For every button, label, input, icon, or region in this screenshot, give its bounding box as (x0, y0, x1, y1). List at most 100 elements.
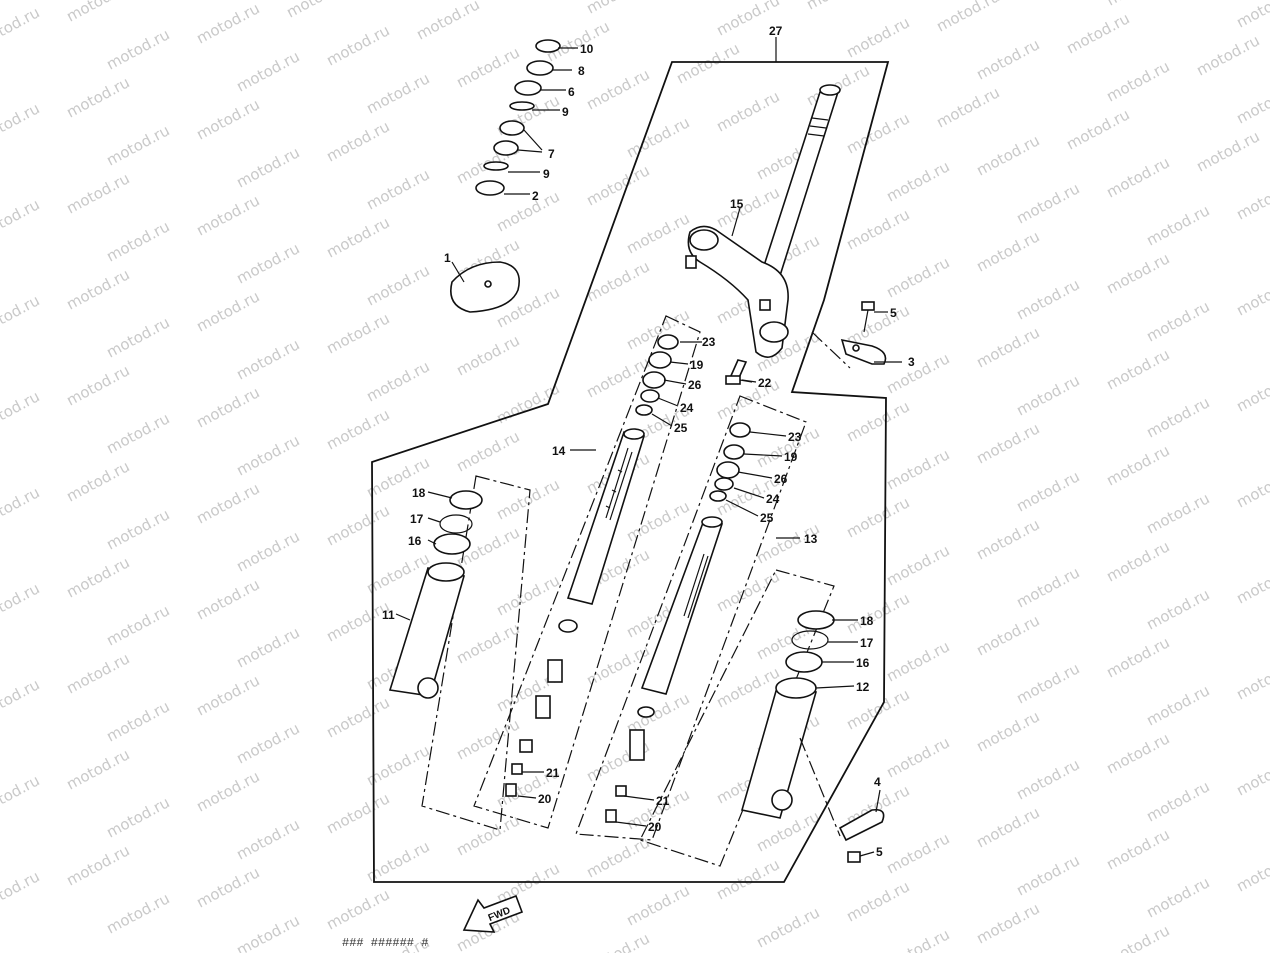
watermark-text: motod.ru (193, 671, 262, 719)
watermark-text: motod.ru (623, 305, 692, 353)
watermark-text: motod.ru (0, 195, 43, 243)
callout-16-right: 16 (856, 656, 870, 670)
watermark-text: motod.ru (1233, 463, 1270, 511)
watermark-text: motod.ru (193, 191, 262, 239)
watermark-text: motod.ru (1233, 79, 1270, 127)
watermark-text: motod.ru (1233, 0, 1270, 32)
callout-18-right: 18 (860, 614, 874, 628)
callout-15: 15 (730, 197, 744, 211)
watermark-text: motod.ru (323, 501, 392, 549)
watermark-text: motod.ru (323, 885, 392, 933)
watermark-text: motod.ru (623, 497, 692, 545)
callout-18-left: 18 (412, 486, 426, 500)
watermark-text: motod.ru (1103, 537, 1172, 585)
watermark-text: motod.ru (843, 205, 912, 253)
watermark-text: motod.ru (193, 95, 262, 143)
watermark-text: motod.ru (1103, 633, 1172, 681)
callout-10: 10 (580, 42, 594, 56)
watermark-text: motod.ru (0, 291, 43, 339)
inner-fork-14-parts (505, 334, 679, 797)
watermark-text: motod.ru (0, 3, 43, 51)
watermark-text: motod.ru (103, 25, 172, 73)
watermark-text: motod.ru (1233, 751, 1270, 799)
callout-20-left: 20 (538, 792, 552, 806)
watermark-text: motod.ru (103, 505, 172, 553)
watermark-text: motod.ru (453, 331, 522, 379)
watermark-text: motod.ru (1013, 371, 1082, 419)
watermark-text: motod.ru (103, 889, 172, 937)
footer-text: ### ###### # (342, 936, 428, 950)
watermark-text: motod.ru (193, 863, 262, 911)
bracket-3 (811, 331, 887, 369)
watermark-text: motod.ru (0, 147, 3, 195)
callout-12: 12 (856, 680, 870, 694)
watermark-text: motod.ru (233, 239, 302, 287)
watermark-text: motod.ru (63, 649, 132, 697)
watermark-text: motod.ru (233, 815, 302, 863)
watermark-text: motod.ru (933, 83, 1002, 131)
watermark-text: motod.ru (1063, 9, 1132, 57)
bolt-5-top (861, 301, 888, 333)
watermark-text: motod.ru (973, 899, 1042, 947)
watermark-text: motod.ru (713, 855, 782, 903)
watermark-text: motod.ru (323, 693, 392, 741)
watermark-text: motod.ru (493, 571, 562, 619)
watermark-text: motod.ru (453, 427, 522, 475)
callout-25-right: 25 (760, 511, 774, 525)
watermark-text: motod.ru (753, 903, 822, 951)
watermark-text: motod.ru (1193, 31, 1262, 79)
watermark-text: motod.ru (323, 405, 392, 453)
callout-13: 13 (804, 532, 818, 546)
watermark-text: motod.ru (323, 789, 392, 837)
watermark-text: motod.ru (803, 61, 872, 109)
watermark-text: motod.ru (63, 265, 132, 313)
watermark-text: motod.ru (1103, 345, 1172, 393)
callout-26-right: 26 (774, 472, 788, 486)
watermark-text: motod.ru (1143, 585, 1212, 633)
bracket-4 (838, 808, 885, 863)
watermark-text: motod.ru (973, 35, 1042, 83)
callout-labels: 10 8 6 9 7 9 2 1 27 15 5 3 22 23 19 26 2… (382, 24, 915, 859)
callout-3: 3 (908, 355, 915, 369)
outer-tube-12 (740, 610, 841, 837)
watermark-text: motod.ru (0, 387, 43, 435)
watermark-text: motod.ru (1233, 271, 1270, 319)
watermark-text: motod.ru (1103, 729, 1172, 777)
watermark-text: motod.ru (0, 627, 3, 675)
callout-8: 8 (578, 64, 585, 78)
watermark-text: motod.ru (103, 793, 172, 841)
watermark-text: motod.ru (1103, 57, 1172, 105)
watermark-text: motod.ru (583, 161, 652, 209)
watermark-text: motod.ru (1193, 127, 1262, 175)
watermark-text: motod.ru (883, 733, 952, 781)
watermark-text: motod.ru (1143, 489, 1212, 537)
watermark-text: motod.ru (973, 803, 1042, 851)
watermark-text: motod.ru (0, 579, 43, 627)
watermark-text: motod.ru (843, 589, 912, 637)
watermark-text: motod.ru (0, 819, 3, 867)
callout-11: 11 (382, 608, 395, 622)
watermark-text: motod.ru (63, 553, 132, 601)
watermark-text: motod.ru (193, 0, 262, 48)
watermark-text: motod.ru (973, 131, 1042, 179)
watermark-text: motod.ru (883, 445, 952, 493)
watermark-text: motod.ru (63, 745, 132, 793)
under-bracket (685, 225, 789, 358)
callout-27: 27 (769, 24, 783, 38)
outer-tube-12-frame (639, 569, 835, 867)
watermark-text: motod.ru (933, 0, 1002, 36)
callout-21-right: 21 (656, 794, 670, 808)
watermark-text: motod.ru (1103, 249, 1172, 297)
watermark-text: motod.ru (1143, 777, 1212, 825)
watermark-text: motod.ru (453, 619, 522, 667)
watermark-text: motod.ru (1103, 825, 1172, 873)
callout-6: 6 (568, 85, 575, 99)
watermark-text: motod.ru (673, 39, 742, 87)
callout-21-left: 21 (546, 766, 560, 780)
watermark-text: motod.ru (623, 881, 692, 929)
watermark-text: motod.ru (843, 493, 912, 541)
watermark-text: motod.ru (233, 623, 302, 671)
watermark-text: motod.ru (1143, 297, 1212, 345)
watermark-text: motod.ru (0, 51, 3, 99)
watermark-text: motod.ru (233, 719, 302, 767)
